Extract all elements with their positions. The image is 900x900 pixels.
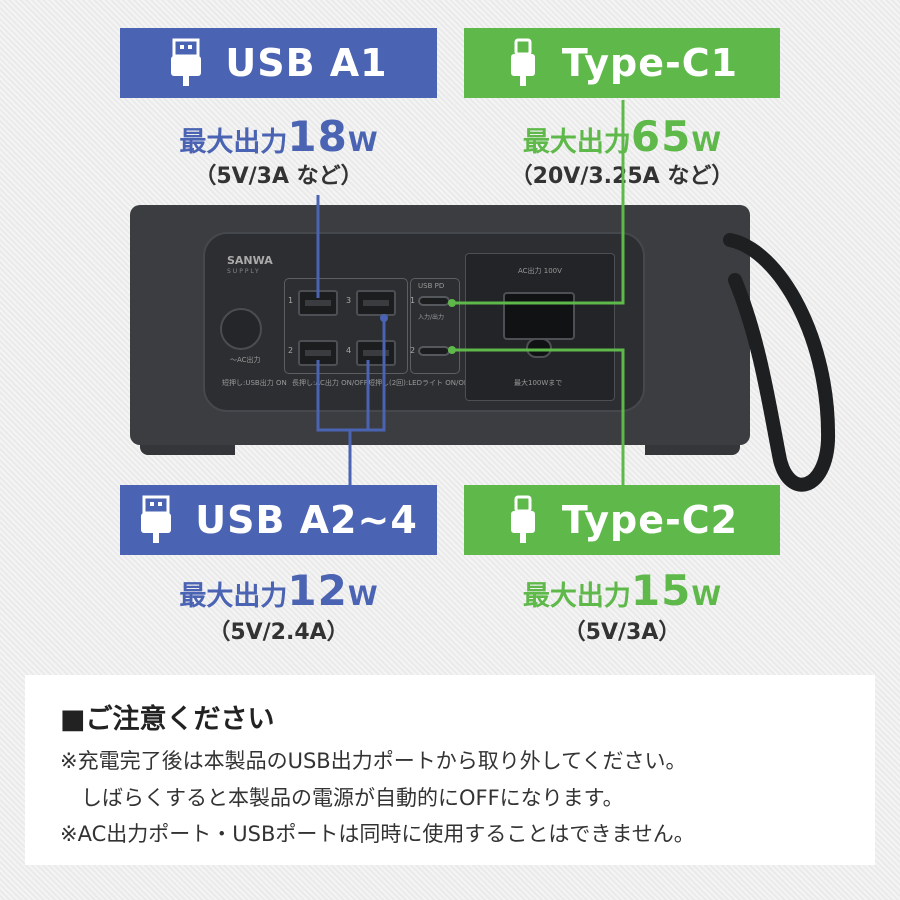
notice-line: ※AC出力ポート・USBポートは同時に使用することはできません。 [60, 822, 695, 846]
pd-io-label: 入力/出力 [418, 314, 445, 321]
usb-a4-port[interactable] [356, 340, 396, 366]
port-number: 4 [346, 346, 352, 355]
usb-a1-label: USB A1 [120, 28, 437, 98]
ac-output-indicator-label: ～AC出力 [230, 356, 261, 364]
type-c1-max-output: 最大出力65W [522, 112, 722, 161]
notice-box [25, 675, 875, 865]
brand-logo: SANWA [227, 254, 273, 267]
ac-ground-hole [526, 338, 552, 358]
ac-outlet[interactable] [503, 292, 575, 340]
ac-output-label: AC出力 100V [518, 267, 562, 275]
usb-c-plug-icon [510, 38, 535, 86]
type-c2-label: Type-C2 [464, 485, 780, 555]
port-number: 1 [288, 296, 294, 305]
type-c1-label: Type-C1 [464, 28, 780, 98]
type-c1-port[interactable] [418, 296, 450, 306]
usb-pd-port-group [410, 278, 460, 374]
usb-a1-port[interactable] [298, 290, 338, 316]
usb-a1-max-output: 最大出力18W [179, 112, 378, 161]
carry-strap [723, 233, 836, 492]
usb-a-plug-icon [141, 495, 172, 543]
usb-a2-4-spec-detail: （5V/2.4A） [208, 620, 349, 645]
power-button[interactable] [220, 308, 262, 350]
usb-a3-port[interactable] [356, 290, 396, 316]
long-press-hint: 長押し:AC出力 ON/OFF [292, 379, 368, 387]
usb-pd-label: USB PD [418, 282, 445, 290]
usb-a-plug-icon [171, 38, 202, 86]
usb-c-plug-icon [510, 495, 535, 543]
notice-line: しばらくすると本製品の電源が自動的にOFFになります。 [60, 786, 624, 810]
usb-a2-4-label: USB A2~4 [120, 485, 437, 555]
short-press-hint: 短押し:USB出力 ON [222, 379, 287, 387]
ac-max-label: 最大100Wまで [514, 379, 563, 387]
led-hint: 短押し(2回):LEDライト ON/OFF [368, 379, 472, 387]
port-number: 3 [346, 296, 352, 305]
port-number: 2 [288, 346, 294, 355]
type-c1-spec-detail: （20V/3.25A など） [510, 164, 734, 189]
port-number: 2 [410, 346, 416, 355]
usb-a2-port[interactable] [298, 340, 338, 366]
type-c2-port[interactable] [418, 346, 450, 356]
usb-a2-4-max-output: 最大出力12W [179, 566, 378, 615]
type-c2-max-output: 最大出力15W [522, 566, 722, 615]
notice-line: ※充電完了後は本製品のUSB出力ポートから取り外してください。 [60, 749, 687, 773]
usb-a1-spec-detail: （5V/3A など） [194, 164, 363, 189]
type-c2-spec-detail: （5V/3A） [563, 620, 681, 645]
brand-sub-logo: SUPPLY [227, 268, 261, 275]
notice-title: ■ご注意ください [60, 704, 275, 735]
port-number: 1 [410, 296, 416, 305]
